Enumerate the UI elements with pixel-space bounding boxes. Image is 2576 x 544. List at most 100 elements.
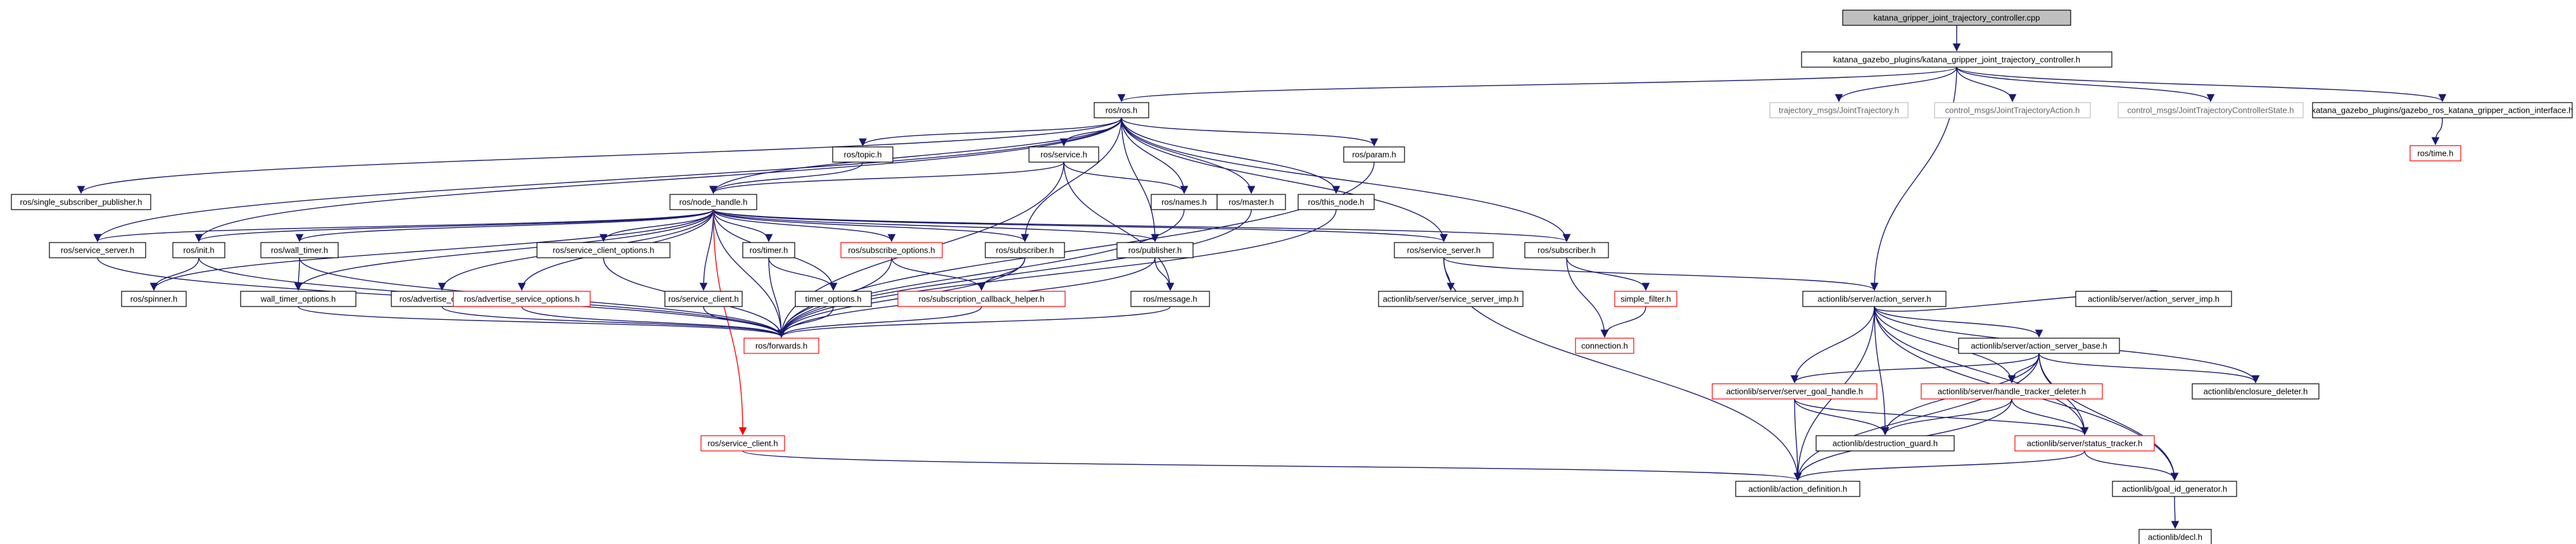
node-label: ros/message.h: [1143, 294, 1197, 303]
node-ros-init[interactable]: ros/init.h: [172, 242, 225, 258]
node-label: ros/subscription_callback_helper.h: [919, 294, 1045, 303]
edge-action_server-to-status_tracker: [1874, 306, 2089, 436]
node-box: [1524, 242, 1609, 258]
edge-timer_opts-to-ros_forwards: [777, 306, 834, 338]
node-kgjtc-h[interactable]: katana_gazebo_plugins/katana_gripper_joi…: [1801, 51, 2112, 68]
node-wall-timer-opts[interactable]: wall_timer_options.h: [240, 291, 357, 307]
node-service-server[interactable]: ros/service_server.h: [49, 242, 146, 258]
node-label: simple_filter.h: [1620, 294, 1670, 303]
edge-action_server_base-to-goal_handle: [1790, 353, 2040, 384]
node-label: actionlib/enclosure_deleter.h: [2204, 386, 2308, 396]
node-box: [1934, 102, 2091, 118]
node-ros-param[interactable]: ros/param.h: [1343, 146, 1405, 163]
node-label: control_msgs/JointTrajectoryControllerSt…: [2127, 105, 2294, 115]
node-ros-topic[interactable]: ros/topic.h: [832, 146, 893, 163]
node-ros-service[interactable]: ros/service.h: [1028, 146, 1099, 163]
node-handle-tracker[interactable]: actionlib/server/handle_tracker_deleter.…: [1921, 383, 2103, 400]
node-box: [832, 146, 893, 163]
node-label: actionlib/server/server_goal_handle.h: [1726, 386, 1863, 396]
node-wall-timer[interactable]: ros/wall_timer.h: [260, 242, 339, 258]
node-goal-id-gen[interactable]: actionlib/goal_id_generator.h: [2112, 481, 2237, 497]
node-label: ros/service_client_options.h: [553, 245, 654, 255]
edge-layer: [77, 25, 2446, 529]
edge-ros_service-to-ros_names: [1063, 161, 1189, 194]
node-traj-msgs[interactable]: trajectory_msgs/JointTrajectory.h: [1769, 102, 1909, 118]
edge-node_handle-to-ros_service_server: [712, 209, 1448, 243]
node-ros-time[interactable]: ros/time.h: [2409, 145, 2461, 161]
node-label: ros/subscribe_options.h: [848, 245, 935, 255]
node-ros-spinner[interactable]: ros/spinner.h: [121, 291, 187, 307]
node-node-handle[interactable]: ros/node_handle.h: [669, 194, 757, 210]
node-label: connection.h: [1581, 341, 1628, 350]
node-gazebo-iface[interactable]: katana_gazebo_plugins/gazebo_ros_katana_…: [2312, 102, 2573, 118]
node-ros-master[interactable]: ros/master.h: [1216, 194, 1286, 210]
node-action-server[interactable]: actionlib/server/action_server.h: [1802, 291, 1947, 307]
node-ctrl-state[interactable]: control_msgs/JointTrajectoryControllerSt…: [2118, 102, 2304, 118]
node-action-definition[interactable]: actionlib/action_definition.h: [1735, 481, 1860, 497]
edge-node_handle-to-ros_init: [195, 209, 714, 243]
node-box: [1614, 291, 1677, 307]
node-label: katana_gazebo_plugins/katana_gripper_joi…: [1833, 54, 2080, 64]
node-label: ros/node_handle.h: [679, 197, 748, 206]
node-status-tracker[interactable]: actionlib/server/status_tracker.h: [2014, 435, 2155, 452]
node-ros-names[interactable]: ros/names.h: [1151, 194, 1218, 210]
node-single-sub-pub[interactable]: ros/single_subscriber_publisher.h: [11, 194, 151, 210]
edge-ros_init-to-ros_spinner: [149, 257, 199, 291]
node-enclosure-deleter[interactable]: actionlib/enclosure_deleter.h: [2192, 383, 2320, 400]
node-box: [2138, 529, 2212, 544]
node-svc-client[interactable]: ros/service_client.h: [664, 291, 743, 307]
edge-ros_timer-to-timer_opts: [768, 257, 838, 291]
edge-ros_publisher-to-ros_message: [1154, 257, 1175, 291]
node-msg-filters-sub[interactable]: ros/subscriber.h: [1524, 242, 1609, 258]
node-sub-opts[interactable]: ros/subscribe_options.h: [840, 242, 943, 258]
node-ros-service-server[interactable]: ros/service_server.h: [1394, 242, 1494, 258]
node-adv-svc-opts[interactable]: ros/advertise_service_options.h: [453, 291, 591, 307]
node-ros-h[interactable]: ros/ros.h: [1094, 102, 1149, 118]
node-ctrl-action[interactable]: control_msgs/JointTrajectoryAction.h: [1934, 102, 2091, 118]
edge-ros_h-to-service_server: [93, 117, 1122, 243]
node-label: katana_gripper_joint_trajectory_controll…: [1873, 13, 2040, 22]
node-ros-message[interactable]: ros/message.h: [1130, 291, 1210, 307]
node-label: ros/service.h: [1040, 149, 1087, 159]
node-goal-handle[interactable]: actionlib/server/server_goal_handle.h: [1712, 383, 1878, 400]
node-box: [1842, 9, 2071, 26]
node-ros-timer[interactable]: ros/timer.h: [742, 242, 795, 258]
edge-ros_h-to-node_handle: [709, 117, 1122, 194]
node-this-node[interactable]: ros/this_node.h: [1297, 194, 1375, 210]
node-box: [2075, 291, 2232, 307]
node-timer-opts[interactable]: timer_options.h: [795, 291, 872, 307]
edge-node_handle-to-msg_filters_sub: [712, 209, 1570, 243]
edge-ros_timer-to-ros_forwards: [768, 257, 786, 338]
node-ros-forwards[interactable]: ros/forwards.h: [743, 338, 819, 354]
node-destruction-guard[interactable]: actionlib/destruction_guard.h: [1815, 435, 1955, 452]
node-box: [2118, 102, 2304, 118]
node-action-server-base[interactable]: actionlib/server/action_server_base.h: [1958, 338, 2120, 354]
node-box: [1958, 338, 2120, 354]
edge-msg_filters_sub-to-simple_filter: [1566, 257, 1650, 291]
node-label: actionlib/goal_id_generator.h: [2122, 484, 2227, 493]
node-action-server-imp[interactable]: actionlib/server/action_server_imp.h: [2075, 291, 2232, 307]
node-sub-cb-helper[interactable]: ros/subscription_callback_helper.h: [897, 291, 1066, 307]
edge-adv_svc_opts-to-ros_forwards: [521, 306, 786, 338]
node-svc-client-opts[interactable]: ros/service_client_options.h: [536, 242, 671, 258]
edge-status_tracker-to-action_definition: [1793, 450, 2085, 481]
edge-ros_topic-to-node_handle: [709, 161, 864, 194]
node-box: [1116, 242, 1194, 258]
node-simple-filter[interactable]: simple_filter.h: [1614, 291, 1677, 307]
edge-ros_h-to-ros_names: [1121, 117, 1189, 194]
node-box: [669, 194, 757, 210]
node-label: ros/subscriber.h: [1537, 245, 1596, 255]
node-box: [1769, 102, 1909, 118]
node-actionlib-decl[interactable]: actionlib/decl.h: [2138, 529, 2212, 544]
node-box: [1815, 435, 1955, 452]
node-ros-subscriber[interactable]: ros/subscriber.h: [985, 242, 1065, 258]
edge-ros_service_server-to-action_server: [1443, 257, 1879, 291]
node-box: [453, 291, 591, 307]
node-connection[interactable]: connection.h: [1575, 338, 1634, 354]
edge-ros_message-to-ros_forwards: [777, 306, 1171, 338]
node-label: actionlib/decl.h: [2148, 532, 2202, 541]
node-ros-publisher[interactable]: ros/publisher.h: [1116, 242, 1194, 258]
node-box: [240, 291, 357, 307]
node-ros-service-client[interactable]: ros/service_client.h: [700, 435, 785, 452]
node-svc-server-imp[interactable]: actionlib/server/service_server_imp.h: [1378, 291, 1524, 307]
